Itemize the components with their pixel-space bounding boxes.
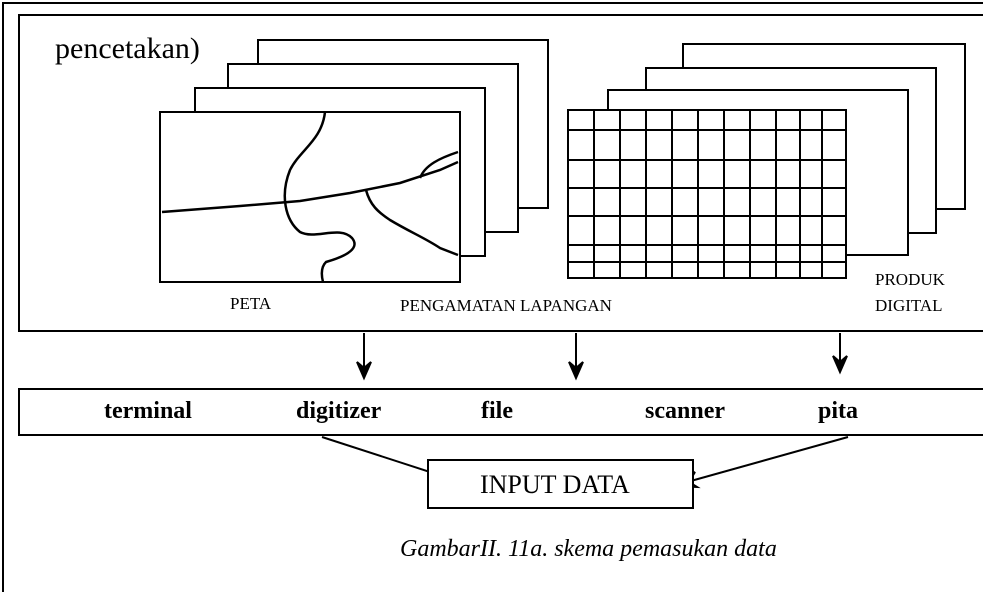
down-arrows: [356, 333, 848, 381]
arrow-down-icon: [356, 361, 372, 381]
arrow-down-icon: [568, 361, 584, 381]
map-lines: [161, 111, 459, 283]
label-digital: DIGITAL: [875, 296, 943, 315]
grid-sheet-front: [567, 109, 847, 279]
label-pengamatan-lapangan: PENGAMATAN LAPANGAN: [400, 296, 612, 315]
input-data-box: [427, 459, 694, 509]
device-file: file: [481, 398, 513, 424]
device-scanner: scanner: [645, 398, 725, 424]
label-peta: PETA: [230, 294, 272, 313]
device-pita: pita: [818, 398, 859, 424]
arrow-down-icon: [832, 355, 848, 375]
label-produk: PRODUK: [875, 270, 945, 289]
device-digitizer: digitizer: [296, 398, 382, 424]
device-terminal: terminal: [104, 398, 192, 424]
map-sheet-front: [159, 111, 461, 283]
figure-caption: GambarII. 11a. skema pemasukan data: [400, 536, 777, 562]
input-data-label: INPUT DATA: [480, 470, 630, 499]
grid-lines: [568, 110, 846, 278]
panel-heading: pencetakan): [55, 32, 200, 65]
road-line: [161, 160, 459, 214]
branch-line: [418, 150, 459, 179]
tributary-line: [364, 189, 459, 257]
device-bar: [18, 388, 983, 436]
river-line: [283, 111, 356, 283]
